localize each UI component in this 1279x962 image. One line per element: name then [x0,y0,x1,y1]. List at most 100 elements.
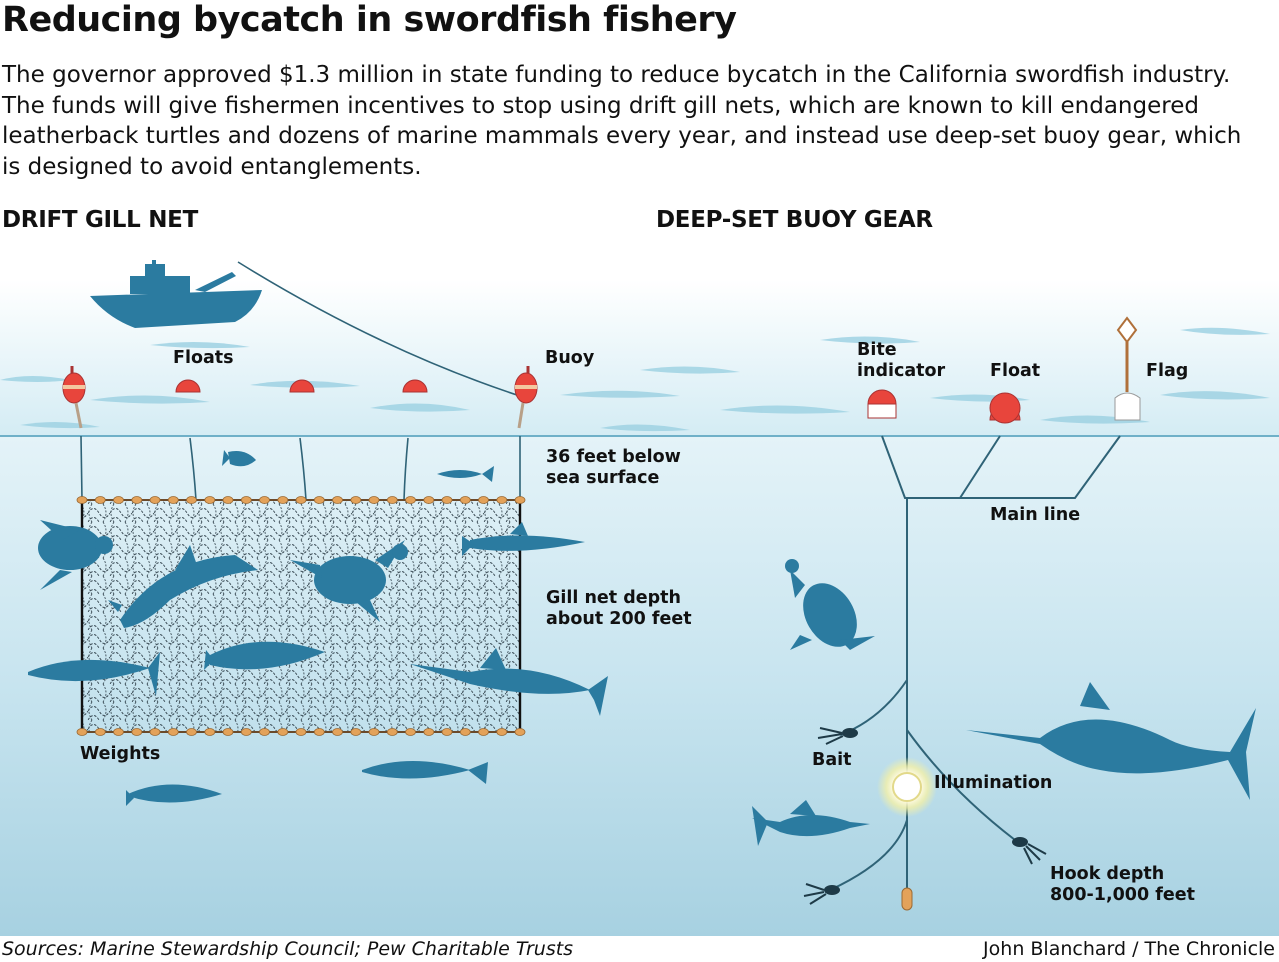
net-bead [405,496,416,504]
ocean-illustration [0,256,1279,936]
net-bead [496,496,508,504]
net-bead [295,496,307,504]
net-bead [113,496,124,504]
net-bead [514,496,526,504]
squid-icon [803,883,840,905]
dolphin-icon [108,545,258,628]
net-bead [459,496,471,504]
label-buoy: Buoy [545,348,595,368]
net-bead [186,728,197,736]
swordfish-icon [410,648,608,716]
net-bead [332,728,343,736]
label-bait: Bait [812,750,852,770]
net-bead [313,728,325,736]
bite-indicator [867,389,897,419]
net-bead [240,496,252,504]
gill-net [76,496,526,736]
gill-net-floats [175,379,428,393]
net-bead [149,728,161,736]
sources-footer: Sources: Marine Stewardship Council; Pew… [2,938,574,960]
net-bead [368,728,380,736]
bait-squid-icons [803,727,1047,905]
label-surface-depth: 36 feet below sea surface [546,447,681,488]
gill-net-buoy-left [62,366,86,429]
net-bead [76,728,88,736]
flag-icon [1114,316,1141,421]
net-bead [478,728,489,736]
label-flag: Flag [1146,361,1189,381]
net-bead [441,728,453,736]
buoy-gear-float [989,392,1021,424]
shark-icon [462,522,585,556]
drift-gill-net-heading: DRIFT GILL NET [2,207,198,233]
net-bead [94,496,106,504]
net-bead [222,728,234,736]
net-bead [496,728,508,736]
label-main-line: Main line [990,505,1081,525]
net-bead [277,496,289,504]
net-bead [222,496,234,504]
marlin-icon [752,800,870,846]
net-bead [423,728,435,736]
net-bead [277,728,289,736]
net-bead [167,496,179,504]
label-floats: Floats [173,348,234,368]
net-bead [186,496,197,504]
net-bead [514,728,526,736]
label-float: Float [990,361,1041,381]
rockfish-icon [126,784,222,806]
net-bead [350,728,362,736]
label-hook-depth: Hook depth 800-1,000 feet [1050,864,1195,905]
surface-waves [0,327,1270,432]
buoy-gear-animals [752,559,1256,846]
net-bead [76,496,88,504]
net-bead [259,728,270,736]
net-bead [204,728,216,736]
swordfish-icon [966,682,1256,800]
net-bead [149,496,161,504]
main-line [829,435,1121,891]
net-bead [94,728,106,736]
grouper-icon [204,641,325,670]
credit-footer: John Blanchard / The Chronicle [983,938,1275,960]
label-weights: Weights [80,744,161,764]
net-bead [240,728,252,736]
label-illumination: Illumination [934,773,1053,793]
intro-paragraph: The governor approved $1.3 million in st… [2,62,1242,180]
turtle-icon [38,520,113,590]
net-bead [131,496,143,504]
net-bead [204,496,216,504]
net-bead [459,728,471,736]
net-bead [131,728,143,736]
label-net-depth: Gill net depth about 200 feet [546,588,692,629]
turtle-icon [290,540,408,622]
fish-icon [437,466,494,482]
gill-net-animals [28,450,608,806]
turtle-icon [785,559,875,650]
net-bead [313,496,325,504]
net-bead [478,496,489,504]
label-bite-indicator: Bite indicator [857,340,946,381]
gill-net-buoy-right [514,366,538,429]
tuna-icon [222,450,256,467]
net-bead [386,496,398,504]
squid-icon [1012,837,1047,865]
deep-set-buoy-gear-heading: DEEP-SET BUOY GEAR [656,207,933,233]
squid-icon [817,727,858,745]
net-bead [259,496,270,504]
tuna-icon [28,652,160,696]
net-bead [405,728,416,736]
net-bead [332,496,343,504]
net-bead [167,728,179,736]
net-bead [113,728,124,736]
net-bead [368,496,380,504]
net-bead [295,728,307,736]
fishing-boat [90,256,262,328]
net-bead [386,728,398,736]
net-bead [423,496,435,504]
ocean-scene: Floats Buoy 36 feet below sea surface Gi… [0,256,1279,936]
net-bead [350,496,362,504]
fish-icon [362,761,488,784]
page-title: Reducing bycatch in swordfish fishery [2,0,737,40]
net-bead [441,496,453,504]
